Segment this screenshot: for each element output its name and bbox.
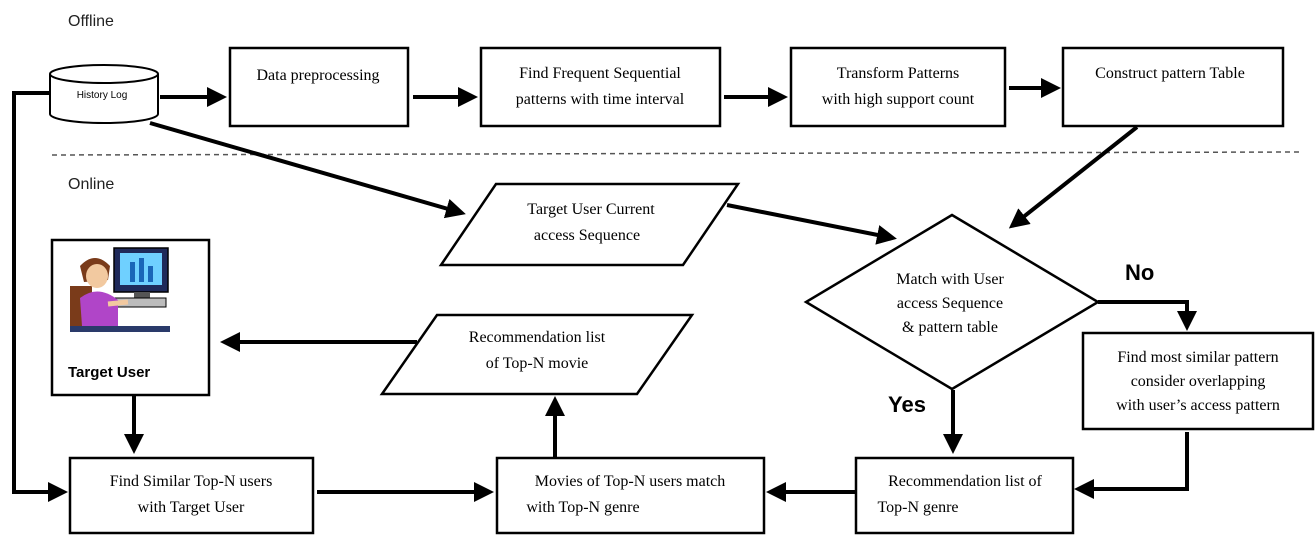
- match-decision-line-2: access Sequence: [897, 295, 1003, 312]
- recommendation-movie-list-node: Recommendation list of Top-N movie: [379, 313, 695, 396]
- edge-history-to-target-sequence: [149, 121, 466, 219]
- edge-match-no-to-similar-pattern: [1098, 300, 1197, 331]
- target-sequence-line-1: Target User Current: [527, 201, 655, 218]
- edges: [12, 78, 1197, 502]
- offline-online-divider: [51, 151, 1301, 156]
- movies-match-line-1: Movies of Top-N users match: [535, 473, 726, 490]
- find-frequent-line-2: patterns with time interval: [516, 91, 685, 108]
- construct-pattern-table-label: Construct pattern Table: [1095, 65, 1245, 82]
- transform-patterns-line-1: Transform Patterns: [837, 65, 960, 82]
- similar-pattern-line-3: with user’s access pattern: [1116, 397, 1280, 414]
- match-decision-line-3: & pattern table: [902, 319, 998, 336]
- history-log-label: History Log: [77, 90, 128, 101]
- match-decision-node: Match with User access Sequence & patter…: [803, 213, 1101, 391]
- branch-label-yes: Yes: [888, 392, 926, 417]
- branch-label-no: No: [1125, 260, 1154, 285]
- edge-similar-pattern-to-genre-list: [1074, 432, 1189, 499]
- target-user-node: Target User: [50, 238, 211, 397]
- find-similar-users-node: Find Similar Top-N users with Target Use…: [68, 456, 315, 535]
- target-user-sequence-node: Target User Current access Sequence: [438, 182, 741, 267]
- offline-section-label: Offline: [68, 13, 114, 30]
- find-frequent-patterns-node: Find Frequent Sequential patterns with t…: [479, 46, 722, 128]
- similar-users-line-1: Find Similar Top-N users: [110, 473, 273, 490]
- genre-list-line-1: Recommendation list of: [888, 473, 1042, 490]
- movies-match-line-2: with Top-N genre: [526, 499, 639, 516]
- target-user-label: Target User: [68, 364, 150, 381]
- edge-history-to-similar-users: [12, 91, 68, 502]
- edge-target-sequence-to-match: [726, 203, 897, 245]
- transform-patterns-line-2: with high support count: [822, 91, 975, 108]
- similar-pattern-line-1: Find most similar pattern: [1117, 349, 1278, 366]
- find-frequent-line-1: Find Frequent Sequential: [519, 65, 681, 82]
- edge-table-to-match: [1008, 125, 1139, 229]
- movie-list-line-2: of Top-N movie: [486, 355, 589, 372]
- target-sequence-line-2: access Sequence: [534, 227, 640, 244]
- match-decision-line-1: Match with User: [896, 271, 1004, 288]
- person-at-computer-icon: [70, 247, 170, 332]
- similar-pattern-line-2: consider overlapping: [1131, 373, 1266, 390]
- recommendation-genre-list-node: Recommendation list of Top-N genre: [854, 456, 1075, 535]
- genre-list-line-2: Top-N genre: [877, 499, 958, 516]
- movies-match-genre-node: Movies of Top-N users match with Top-N g…: [495, 456, 766, 535]
- similar-users-line-2: with Target User: [138, 499, 245, 516]
- history-log-node: History Log: [49, 64, 159, 124]
- online-section-label: Online: [68, 176, 114, 193]
- transform-patterns-node: Transform Patterns with high support cou…: [789, 46, 1007, 128]
- construct-pattern-table-node: Construct pattern Table: [1061, 46, 1285, 128]
- movie-list-line-1: Recommendation list: [469, 329, 606, 346]
- find-most-similar-pattern-node: Find most similar pattern consider overl…: [1081, 331, 1315, 431]
- data-preprocessing-node: Data preprocessing: [228, 46, 410, 128]
- data-preprocessing-label: Data preprocessing: [256, 67, 379, 84]
